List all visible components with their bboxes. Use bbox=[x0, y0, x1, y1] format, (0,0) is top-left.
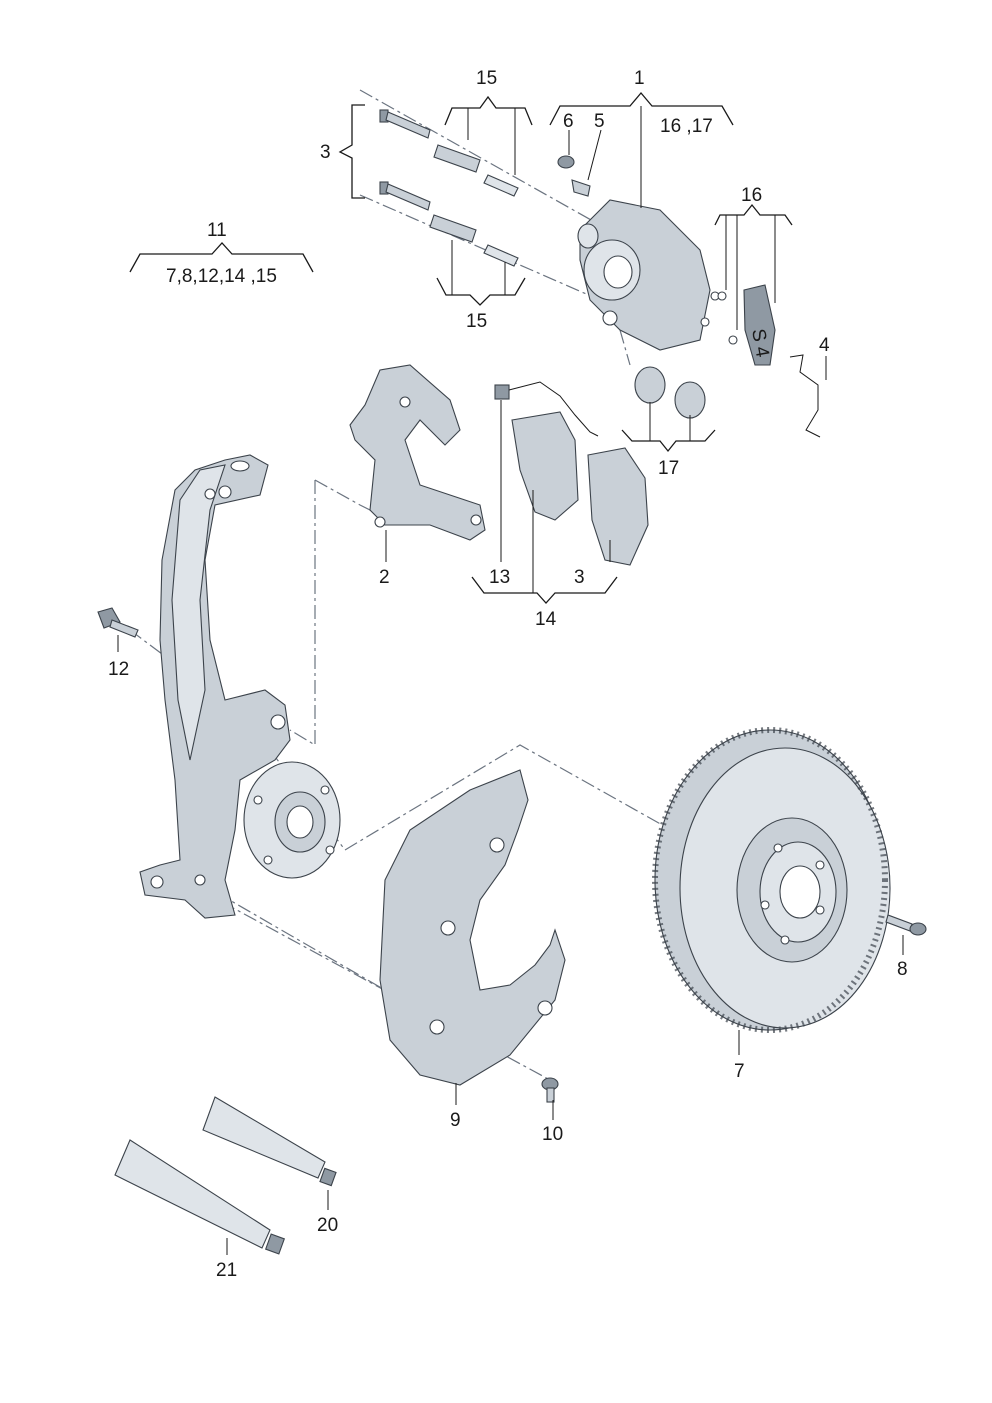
label-part-20: 20 bbox=[317, 1215, 338, 1236]
grease-tube-21 bbox=[114, 1139, 286, 1255]
label-part-10: 10 bbox=[542, 1124, 563, 1145]
shield-bolt bbox=[541, 1077, 559, 1103]
brake-pads bbox=[494, 381, 649, 566]
part-number-labels: 1 15 6 5 16 ,17 3 11 7,8,12,14 ,15 15 16… bbox=[108, 68, 908, 1281]
label-part-6: 6 bbox=[563, 111, 574, 132]
label-part-1: 1 bbox=[634, 68, 645, 89]
label-part-2: 2 bbox=[379, 567, 390, 588]
callouts bbox=[117, 91, 904, 1255]
steering-knuckle bbox=[139, 454, 341, 919]
knuckle-bolt bbox=[97, 607, 139, 638]
bleeder-screw bbox=[557, 155, 591, 197]
label-part-12: 12 bbox=[108, 659, 129, 680]
label-part-11-contents: 7,8,12,14 ,15 bbox=[166, 266, 277, 287]
label-part-3-bottom: 3 bbox=[574, 567, 585, 588]
label-part-11: 11 bbox=[207, 220, 227, 241]
label-part-16-17: 16 ,17 bbox=[660, 116, 713, 137]
pad-marker: S 4 bbox=[747, 327, 773, 359]
anti-rattle-spring bbox=[789, 354, 821, 438]
caliper-housing bbox=[577, 199, 720, 351]
label-part-14: 14 bbox=[535, 609, 557, 630]
outer-pad-plate: S 4 bbox=[717, 284, 776, 366]
label-part-4: 4 bbox=[819, 335, 830, 356]
label-part-15-bottom: 15 bbox=[466, 311, 487, 332]
grease-tube-20 bbox=[202, 1096, 337, 1187]
label-part-3-top: 3 bbox=[320, 142, 331, 163]
label-part-15-top: 15 bbox=[476, 68, 497, 89]
dust-shield bbox=[379, 769, 566, 1086]
label-part-5: 5 bbox=[594, 111, 605, 132]
label-part-13: 13 bbox=[489, 567, 510, 588]
disc-screw bbox=[885, 914, 927, 936]
caliper-carrier bbox=[349, 364, 486, 541]
label-part-17: 17 bbox=[658, 458, 679, 479]
guide-bolts bbox=[379, 109, 519, 267]
label-part-9: 9 bbox=[450, 1110, 461, 1131]
label-part-8: 8 bbox=[897, 959, 908, 980]
brake-disc bbox=[652, 727, 891, 1033]
label-part-21: 21 bbox=[216, 1260, 237, 1281]
piston-seals bbox=[634, 366, 706, 419]
label-part-7: 7 bbox=[734, 1061, 745, 1082]
label-part-16: 16 bbox=[741, 185, 762, 206]
